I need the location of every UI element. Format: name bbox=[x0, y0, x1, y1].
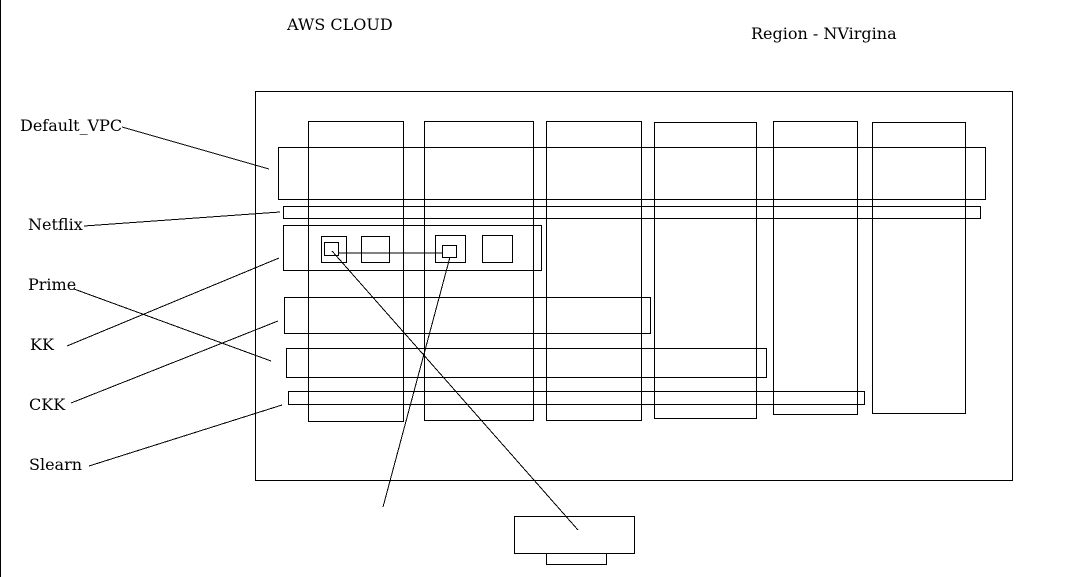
default-vpc-leader bbox=[121, 126, 270, 170]
ckk-band bbox=[284, 297, 651, 334]
instance-box bbox=[482, 235, 513, 263]
region-label: Region - NVirgina bbox=[751, 24, 897, 43]
ckk-label: CKK bbox=[29, 395, 66, 414]
default-vpc-label: Default_VPC bbox=[20, 116, 123, 135]
ckk-leader bbox=[70, 320, 279, 404]
canvas-left-border bbox=[0, 0, 1, 577]
slearn-leader bbox=[88, 404, 283, 467]
instance-box bbox=[321, 236, 347, 263]
kk-band bbox=[283, 225, 542, 271]
device-screen bbox=[514, 516, 635, 554]
slearn-label: Slearn bbox=[29, 455, 83, 474]
netflix-band bbox=[283, 206, 981, 219]
prime-band bbox=[286, 348, 767, 378]
az-column bbox=[308, 121, 404, 422]
default-vpc-band bbox=[278, 147, 986, 200]
az-column bbox=[654, 122, 757, 419]
az-column bbox=[872, 122, 966, 414]
kk-label: KK bbox=[30, 335, 54, 354]
region-boundary bbox=[255, 91, 1013, 481]
device-base bbox=[546, 553, 607, 565]
az-column bbox=[773, 121, 858, 415]
prime-label: Prime bbox=[28, 275, 77, 294]
prime-leader bbox=[73, 288, 272, 362]
netflix-label: Netflix bbox=[28, 215, 83, 234]
instance-box bbox=[435, 235, 466, 263]
instance-inner-box bbox=[324, 242, 339, 256]
instance-inner-box bbox=[442, 245, 457, 258]
netflix-leader bbox=[83, 211, 281, 227]
aws-cloud-title: AWS CLOUD bbox=[287, 15, 393, 34]
slearn-band bbox=[288, 391, 865, 405]
instance-to-device-line bbox=[382, 256, 451, 508]
az-column bbox=[546, 121, 642, 421]
kk-leader bbox=[66, 257, 280, 347]
instance-box bbox=[361, 236, 390, 263]
instance-to-device-line bbox=[331, 250, 579, 531]
